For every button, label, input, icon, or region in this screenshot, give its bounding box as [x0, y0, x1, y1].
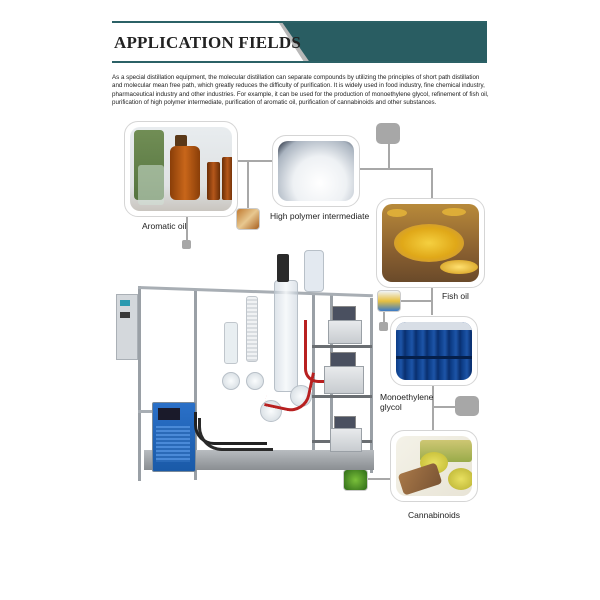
- aromatic-oil-photo: [130, 127, 232, 211]
- connector-line: [400, 300, 432, 302]
- placeholder-square: [376, 123, 400, 144]
- header-band: [280, 23, 487, 61]
- connector-line: [432, 406, 456, 408]
- connector-line: [388, 143, 390, 169]
- placeholder-square: [455, 396, 479, 416]
- fish-oil-thumbnail: [377, 290, 401, 312]
- connector-line: [383, 308, 385, 326]
- connector-line: [236, 160, 274, 162]
- aromatic-oil-thumbnail: [236, 208, 260, 230]
- monoethylene-glycol-card: [390, 316, 478, 386]
- monoethylene-glycol-label: Monoethylene glycol: [380, 392, 434, 412]
- cannabinoids-photo: [396, 436, 472, 496]
- page-title: APPLICATION FIELDS: [114, 33, 302, 52]
- high-polymer-photo: [278, 141, 354, 201]
- fish-oil-photo: [382, 204, 479, 282]
- connector-line: [431, 168, 433, 198]
- monoethylene-glycol-photo: [396, 322, 472, 380]
- aromatic-oil-card: [124, 121, 238, 217]
- placeholder-square: [182, 240, 191, 249]
- connector-line: [247, 160, 249, 210]
- fish-oil-label: Fish oil: [442, 291, 469, 301]
- cannabinoids-label: Cannabinoids: [408, 510, 460, 520]
- fish-oil-card: [376, 198, 485, 288]
- aromatic-oil-label: Aromatic oil: [142, 221, 187, 231]
- placeholder-square: [379, 322, 388, 331]
- intro-paragraph: As a special distillation equipment, the…: [112, 74, 489, 107]
- connector-line: [431, 285, 433, 315]
- high-polymer-label: High polymer intermediate: [270, 211, 370, 221]
- header-title-area: [112, 23, 304, 61]
- header-rule-bottom: [112, 61, 487, 63]
- molecular-distillation-equipment: [112, 250, 377, 490]
- connector-line: [357, 168, 432, 170]
- connector-line: [366, 478, 392, 480]
- cannabinoids-card: [390, 430, 478, 502]
- header-rule-top: [112, 21, 487, 23]
- high-polymer-card: [272, 135, 360, 207]
- connector-line: [186, 215, 188, 247]
